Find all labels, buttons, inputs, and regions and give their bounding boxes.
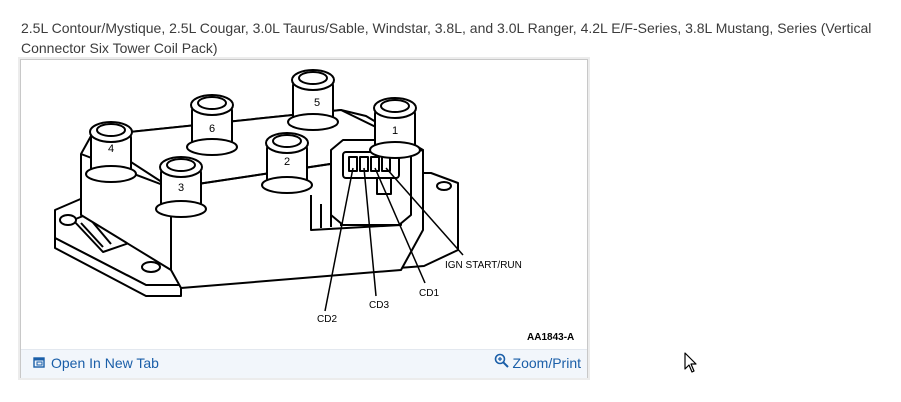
figure-container: 4 6 5 1 3 xyxy=(20,59,588,378)
mouse-pointer-icon xyxy=(684,352,698,379)
tower-label: 5 xyxy=(314,97,320,109)
zoom-magnifier-icon xyxy=(494,353,510,372)
zoom-print-link[interactable]: Zoom/Print xyxy=(494,353,581,372)
tower-4: 4 xyxy=(85,121,137,183)
tower-label: 2 xyxy=(284,156,290,168)
open-in-new-tab-link[interactable]: Open In New Tab xyxy=(33,355,159,371)
callout-cd2: CD2 xyxy=(317,314,337,325)
tower-label: 3 xyxy=(178,182,184,194)
coil-pack-diagram[interactable]: 4 6 5 1 3 xyxy=(21,60,587,349)
zoom-print-label: Zoom/Print xyxy=(512,354,581,371)
callout-ign-start-run: IGN START/RUN xyxy=(445,260,522,271)
tower-label: 6 xyxy=(209,123,215,135)
figure-footer: Open In New Tab Zoom/Print xyxy=(21,349,587,378)
callout-cd1: CD1 xyxy=(419,288,439,299)
callout-cd3: CD3 xyxy=(369,300,389,311)
open-in-new-tab-icon xyxy=(33,355,45,371)
tower-2: 2 xyxy=(261,132,313,194)
open-in-new-tab-label: Open In New Tab xyxy=(51,355,159,371)
figure-caption: 2.5L Contour/Mystique, 2.5L Cougar, 3.0L… xyxy=(21,20,872,56)
tower-3: 3 xyxy=(155,156,207,218)
tower-1: 1 xyxy=(369,97,421,159)
tower-label: 4 xyxy=(108,143,114,155)
tower-5: 5 xyxy=(287,69,339,131)
figure-code: AA1843-A xyxy=(527,332,574,343)
tower-6: 6 xyxy=(186,94,238,156)
tower-label: 1 xyxy=(392,125,398,137)
